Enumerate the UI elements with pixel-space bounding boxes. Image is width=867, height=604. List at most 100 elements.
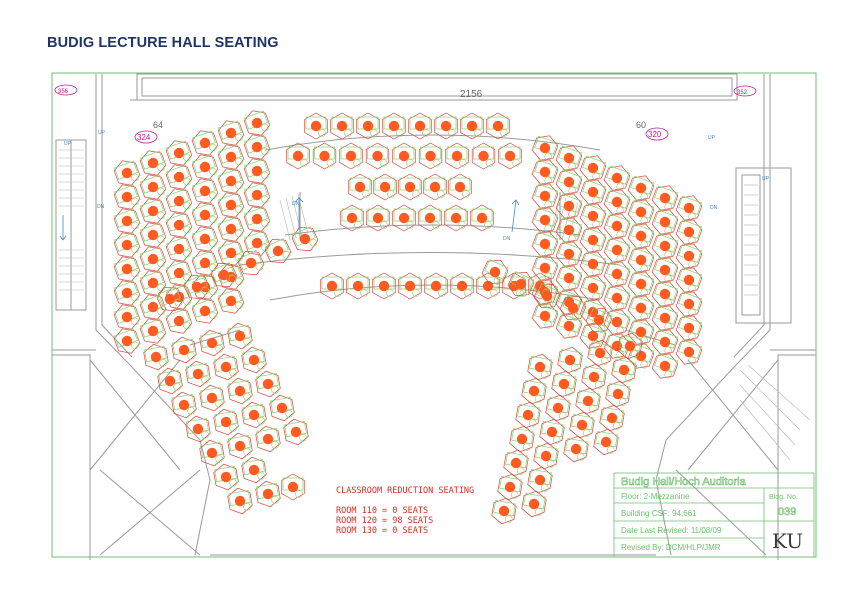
seat-dot [121, 287, 133, 299]
chair [459, 159, 467, 167]
chair [534, 395, 543, 403]
seat-zone [213, 353, 239, 381]
chair [334, 289, 342, 297]
seat-dot [199, 209, 211, 221]
seat-group [579, 251, 607, 277]
seat-zone [356, 112, 380, 140]
seat-dot [539, 142, 551, 154]
seat-dot [611, 316, 623, 328]
seat-dot [164, 375, 176, 387]
seat-group [603, 285, 631, 311]
seat-group [165, 260, 193, 286]
stair-mark: DN [292, 201, 300, 207]
chair [362, 190, 370, 198]
seat-group [165, 236, 193, 262]
seat-dot [346, 212, 358, 224]
seat-dot [635, 182, 647, 194]
chair [618, 398, 627, 406]
seat-zone [481, 259, 509, 285]
chair [370, 129, 378, 137]
chair [516, 467, 525, 475]
chair [201, 287, 210, 295]
seat-zone [603, 189, 631, 215]
seat-group [627, 271, 655, 297]
seat-group [579, 203, 607, 229]
seat-dot [225, 223, 237, 235]
seat-zone [183, 274, 211, 300]
chair [326, 159, 335, 167]
seat-dot [489, 266, 501, 278]
seat-zone [113, 160, 141, 186]
seat-dot [522, 409, 534, 421]
chair [474, 129, 482, 137]
seat-group [555, 169, 583, 195]
seat-dot [173, 267, 185, 279]
chair [201, 376, 209, 384]
seat-group [418, 142, 443, 170]
chair [187, 352, 195, 360]
seat-zone [555, 193, 583, 219]
room-number-2156: 2156 [460, 89, 483, 100]
seat-dot [287, 481, 299, 493]
seat-zone [627, 175, 655, 201]
seat-dot [582, 395, 594, 407]
seat-group [243, 110, 271, 136]
chair [493, 277, 502, 285]
seat-group [113, 328, 141, 354]
seat-dot [164, 293, 176, 305]
seat-zone [213, 408, 239, 436]
seat-dot [659, 312, 671, 324]
seat-dot [173, 147, 185, 159]
seat-dot [611, 172, 623, 184]
seat-zone [243, 158, 271, 184]
seat-zone [392, 204, 416, 232]
chair [422, 129, 430, 137]
seat-group [408, 112, 432, 140]
seat-dot [611, 292, 623, 304]
seat-zone [555, 145, 583, 171]
seat-group [348, 173, 372, 201]
seat-dot [225, 175, 237, 187]
seat-zone [217, 192, 245, 218]
chair [540, 371, 549, 379]
seat-zone [191, 202, 219, 228]
seat-group [603, 261, 631, 287]
chair [386, 289, 394, 297]
seat-dot [594, 347, 606, 359]
chair [606, 446, 615, 454]
seat-dot [570, 443, 582, 455]
chair [257, 417, 265, 425]
seat-group [675, 243, 703, 269]
seat-zone [113, 184, 141, 210]
seat-dot [199, 137, 211, 149]
seat-group [291, 226, 319, 252]
seat-group [434, 112, 458, 140]
seat-group [210, 262, 238, 288]
chair [209, 311, 217, 320]
seat-zone [143, 343, 169, 371]
chair [157, 163, 165, 172]
seat-dot [199, 257, 211, 269]
seat-zone [217, 144, 245, 170]
seat-zone [199, 384, 225, 412]
seat-group [675, 267, 703, 293]
seat-group [555, 289, 583, 315]
seat-zone [227, 377, 253, 405]
seat-dot [659, 336, 671, 348]
seat-group [555, 193, 583, 219]
seat-group [191, 154, 219, 180]
seat-zone [191, 130, 219, 156]
seat-dot [552, 402, 564, 414]
seat-group [651, 353, 679, 379]
seat-group [509, 425, 535, 453]
seat-zone [651, 353, 679, 379]
seat-zone [418, 142, 443, 170]
seat-zone [217, 240, 245, 266]
seat-zone [217, 288, 245, 314]
seat-zone [392, 142, 416, 170]
seat-dot [121, 215, 133, 227]
seat-zone [165, 212, 193, 238]
seat-dot [225, 151, 237, 163]
seat-dot [248, 464, 260, 476]
seat-dot [173, 171, 185, 183]
